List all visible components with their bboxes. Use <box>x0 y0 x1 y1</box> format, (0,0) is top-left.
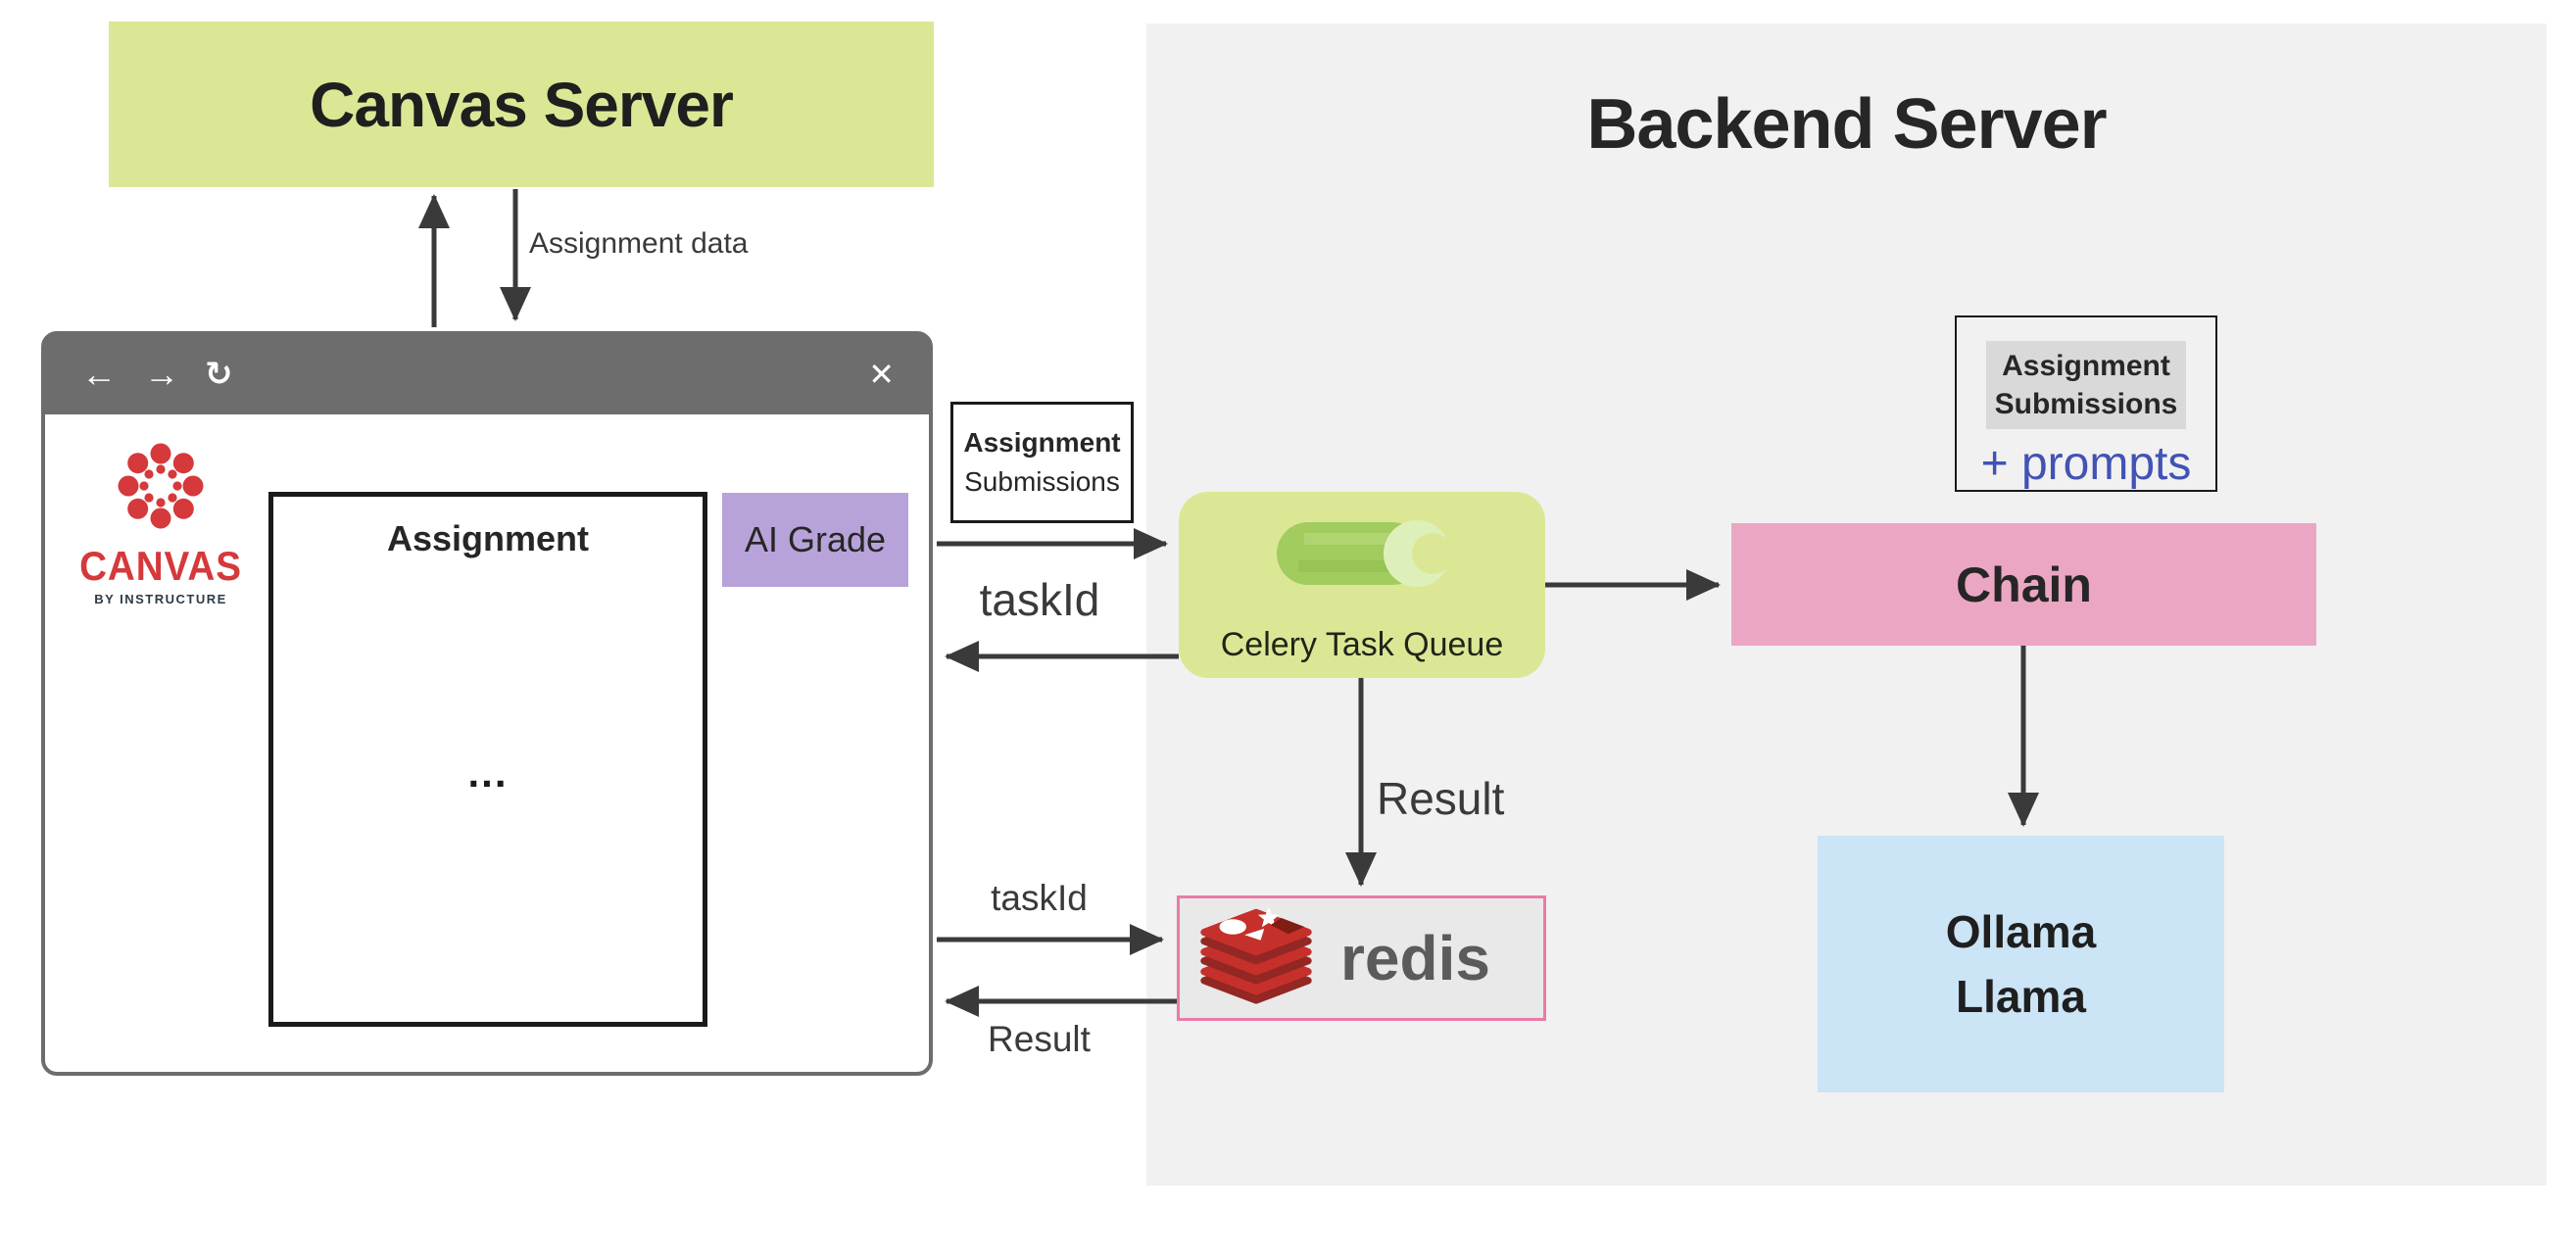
close-icon[interactable]: ✕ <box>868 357 895 392</box>
assignment-panel-title: Assignment <box>386 518 590 558</box>
assignment-ellipsis: ... <box>467 749 509 796</box>
assignment-submissions-note: Assignment Submissions <box>950 402 1134 523</box>
canvas-logo-icon <box>118 443 204 529</box>
redis-box: redis <box>1177 895 1546 1021</box>
prompts-note-box: Assignment Submissions + prompts <box>1955 315 2217 492</box>
submissions-note-line1: Assignment <box>963 427 1121 458</box>
canvas-byline: BY INSTRUCTURE <box>94 592 227 606</box>
canvas-server-label: Canvas Server <box>310 69 734 140</box>
submissions-note-line2: Submissions <box>964 466 1120 497</box>
forward-icon[interactable]: → <box>144 354 179 394</box>
ollama-line2: Llama <box>1956 971 2086 1022</box>
ollama-line1: Ollama <box>1945 906 2097 957</box>
ai-grade-label: AI Grade <box>744 519 887 559</box>
canvas-server-box: Canvas Server <box>109 22 934 187</box>
taskid-label-top: taskId <box>979 574 1100 625</box>
assignment-data-label: Assignment data <box>529 227 749 260</box>
celery-task-queue-box: Celery Task Queue <box>1179 492 1545 678</box>
canvas-logo: CANVAS BY INSTRUCTURE <box>63 439 259 606</box>
prompts-note-line2: Submissions <box>1994 388 2178 420</box>
celery-icon <box>1277 520 1449 587</box>
prompts-note-line1: Assignment <box>2002 350 2170 382</box>
browser-content: CANVAS BY INSTRUCTURE Assignment ... AI … <box>45 415 929 1072</box>
canvas-wordmark: CANVAS <box>79 543 242 589</box>
celery-label: Celery Task Queue <box>1220 626 1504 663</box>
chain-label: Chain <box>1956 556 2092 612</box>
prompts-text: + prompts <box>1980 438 2192 490</box>
redis-wordmark: redis <box>1340 923 1490 993</box>
redis-icon <box>1200 906 1312 1004</box>
browser-toolbar: ← → ↻ ✕ <box>44 334 930 414</box>
refresh-icon[interactable]: ↻ <box>205 356 233 393</box>
back-icon[interactable]: ← <box>81 354 117 394</box>
result-label-bottom: Result <box>988 1019 1091 1059</box>
taskid-label-bottom: taskId <box>991 878 1088 918</box>
ai-grade-button[interactable]: AI Grade <box>722 493 908 587</box>
prompts-note-highlight: Assignment Submissions <box>1986 341 2186 429</box>
chain-box: Chain <box>1731 523 2316 646</box>
ollama-llama-box: Ollama Llama <box>1818 836 2224 1092</box>
result-label-mid: Result <box>1377 773 1505 824</box>
backend-server-title: Backend Server <box>1586 85 2107 164</box>
browser-window: ← → ↻ ✕ <box>41 331 933 1076</box>
assignment-panel: Assignment ... <box>268 492 707 1027</box>
